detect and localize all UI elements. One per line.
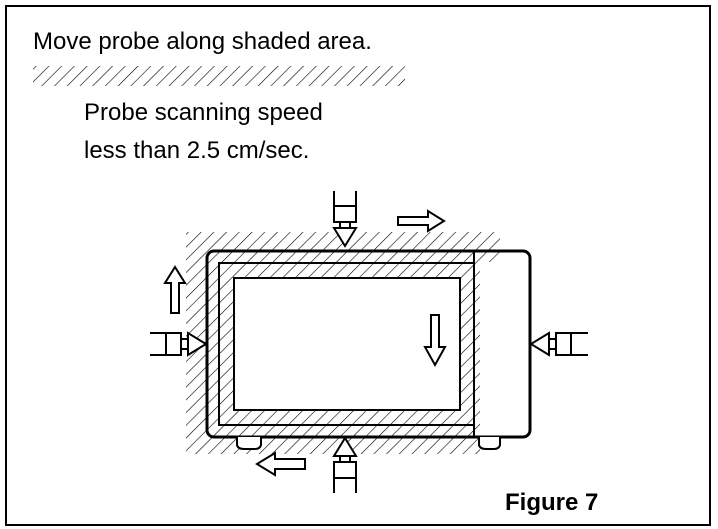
oven-foot-right xyxy=(478,437,501,450)
instruction-text: Move probe along shaded area. xyxy=(33,28,372,55)
arrow-up-icon xyxy=(163,265,187,314)
speed-note-line2: less than 2.5 cm/sec. xyxy=(84,137,310,164)
speed-note-line1: Probe scanning speed xyxy=(84,99,323,126)
probe-right-icon xyxy=(529,331,588,357)
shaded-area-legend xyxy=(33,66,405,86)
oven-door-window xyxy=(233,277,461,411)
arrow-left-icon xyxy=(255,451,306,477)
oven-foot-left xyxy=(236,437,262,450)
probe-left-icon xyxy=(150,331,208,357)
probe-top-icon xyxy=(332,191,358,248)
arrow-down-icon xyxy=(423,314,447,368)
arrow-right-icon xyxy=(397,209,446,233)
probe-bottom-icon xyxy=(332,436,358,493)
shaded-scan-area xyxy=(186,232,500,454)
figure-label: Figure 7 xyxy=(505,489,599,516)
